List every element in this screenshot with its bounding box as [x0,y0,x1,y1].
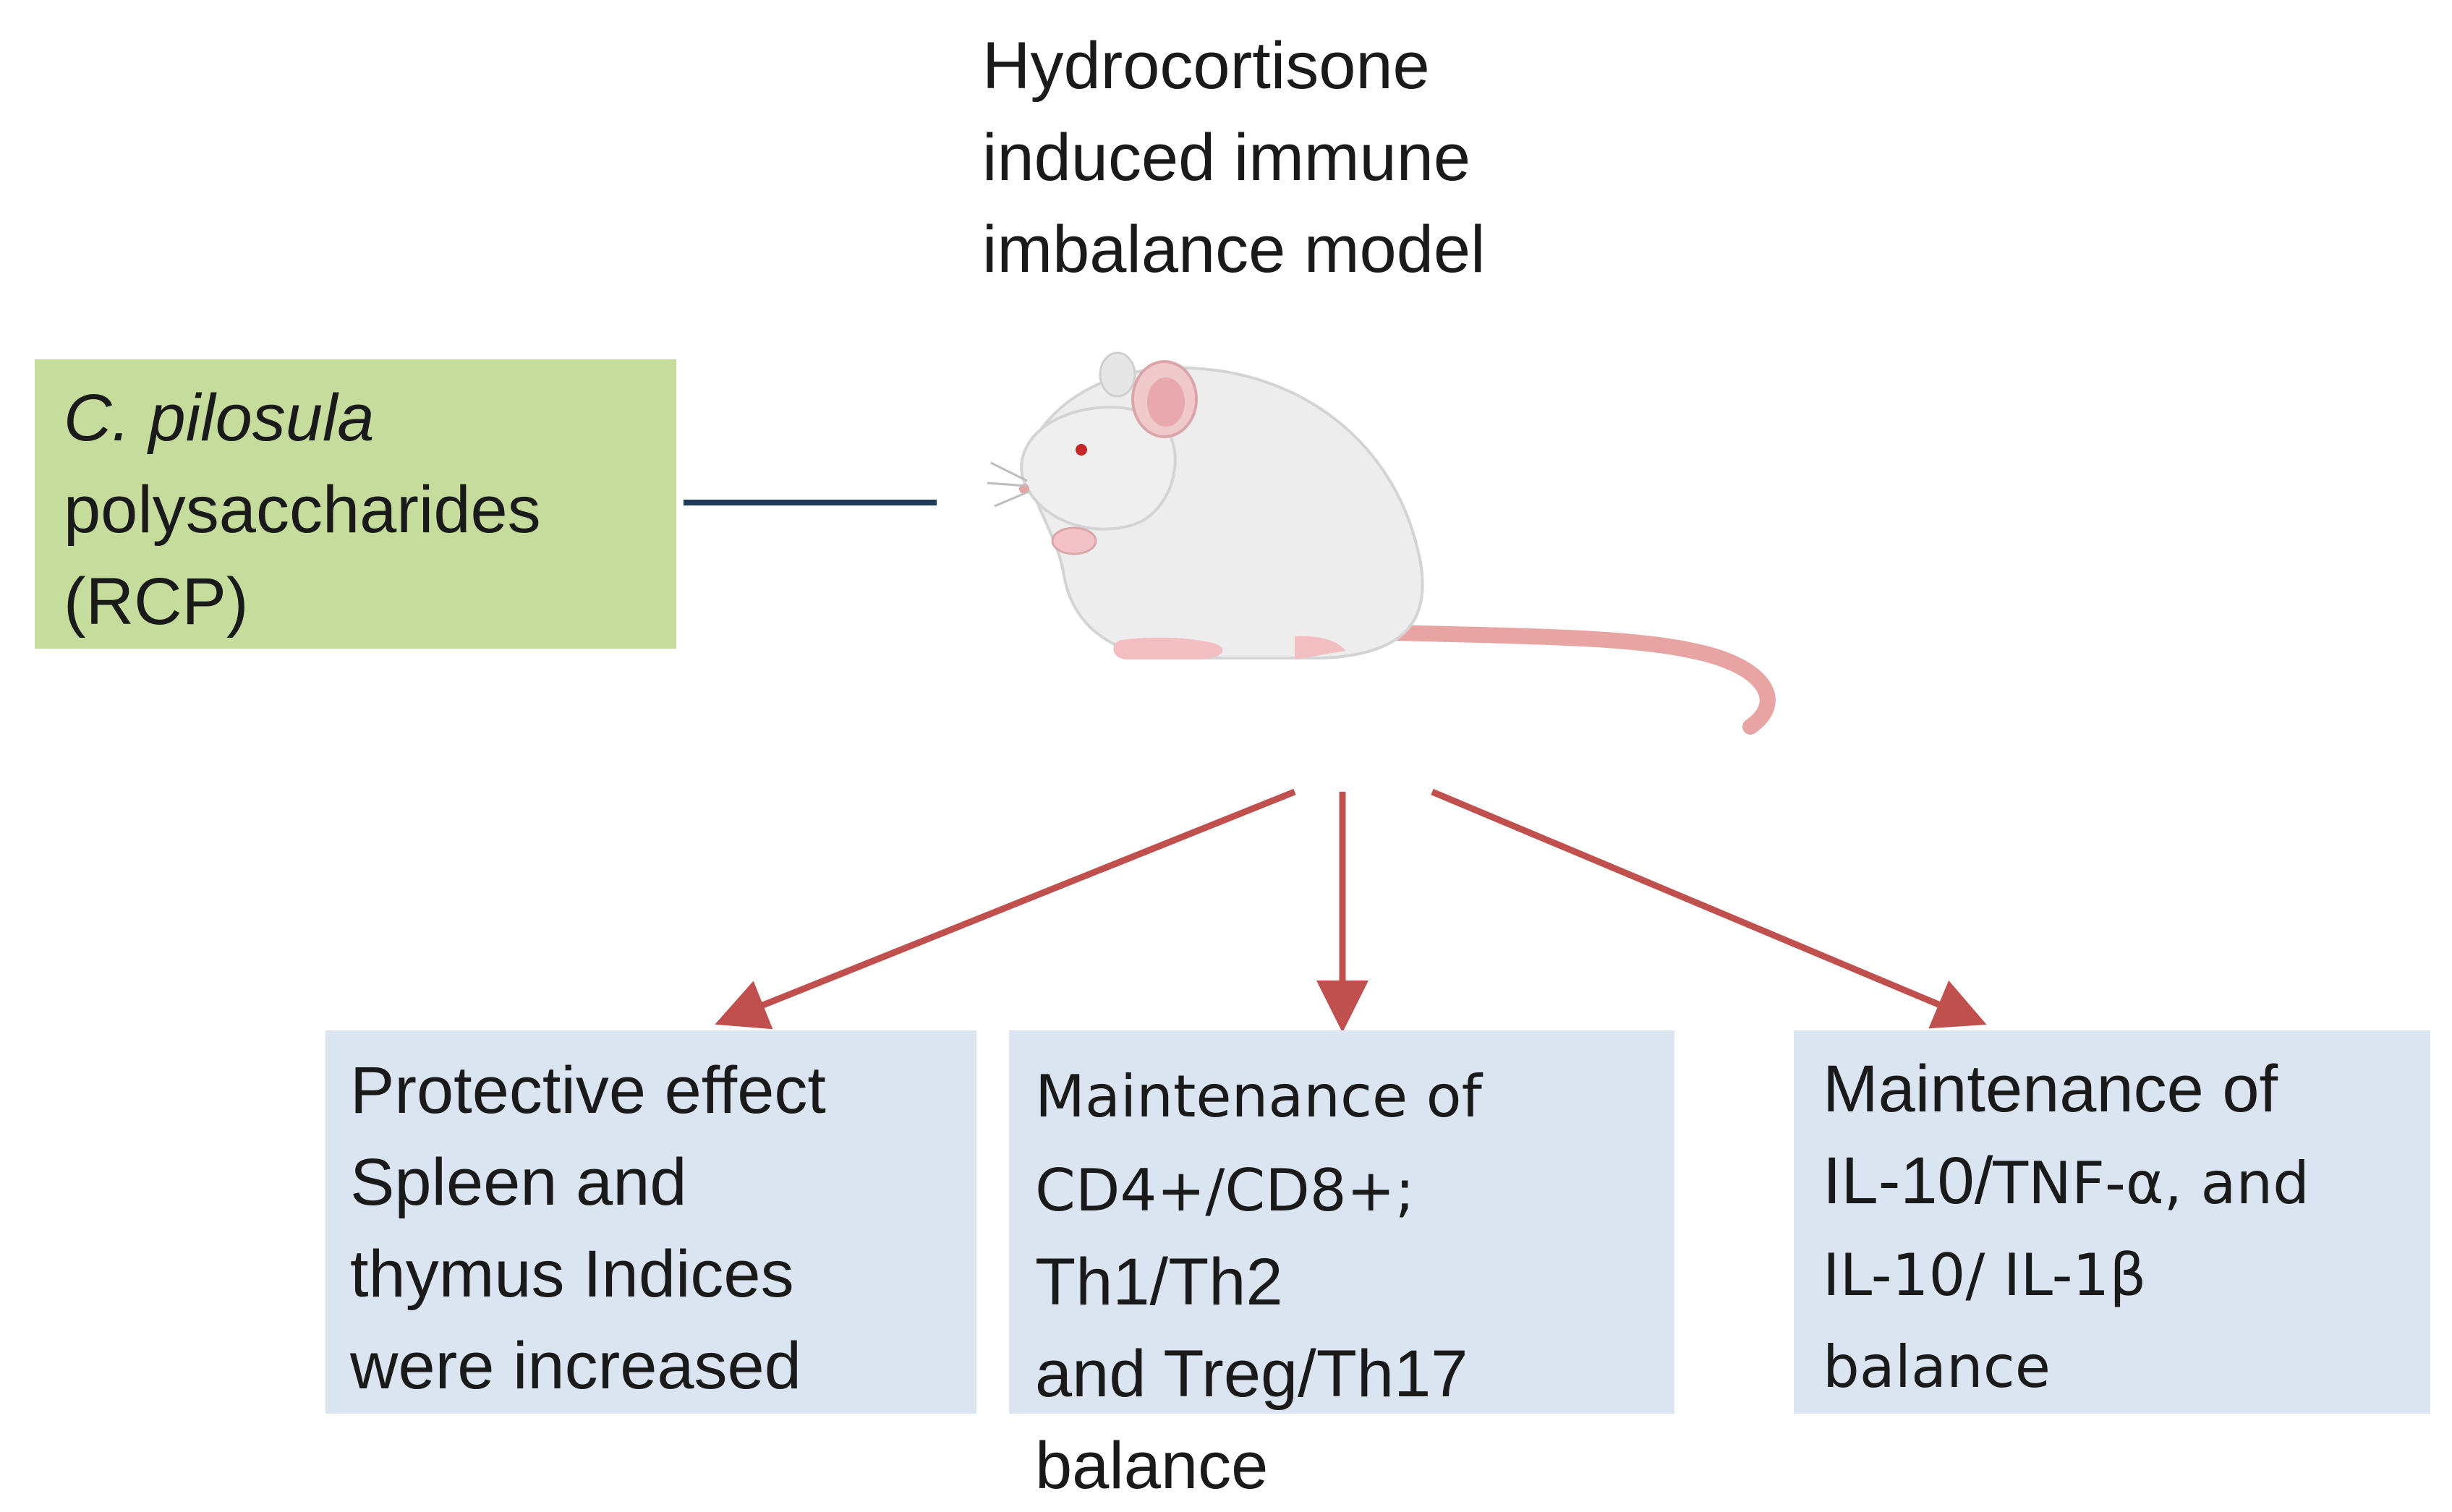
outcome-3-line-2a: IL-10/ [1823,1144,1993,1218]
outcome-box-cytokine-balance: Maintenance of IL-10/TNF-α, and IL-10/ I… [1794,1030,2430,1414]
outcome-1-line-4: were increased [350,1329,801,1403]
outcome-1-line-3: thymus Indices [350,1237,794,1311]
diagram-graphics [684,351,1987,1033]
treatment-box: C. pilosula polysaccharides (RCP) [35,359,676,649]
outcome-box-t-cell-balance: Maintenance of CD4+/CD8+; Th1/Th2 and Tr… [1009,1030,1674,1503]
outcome-2-line-3: and Treg/Th17 [1035,1337,1468,1411]
arrow-to-outcome-3 [1431,788,1987,1029]
outcome-2-line-4: balance [1035,1429,1269,1503]
outcome-3-line-1: Maintenance of [1823,1052,2278,1126]
title-line-3: imbalance model [982,213,1486,286]
treatment-line-3: (RCP) [64,565,249,638]
outcome-2-line-1: Maintenance of [1035,1063,1482,1130]
treatment-line-2: polysaccharides [64,473,541,547]
outcome-2-line-2a: CD4+/CD8+; [1035,1157,1415,1224]
arrow-to-outcome-1 [715,788,1296,1030]
outcome-1-line-1: Protective effect [350,1054,826,1127]
title-line-1: Hydrocortisone [982,29,1430,103]
outcome-3-line-2b: TNF-α, and [1993,1150,2310,1217]
outcome-3-line-4: balance [1823,1333,2051,1401]
outcome-3-line-3: IL-10/ IL-1β [1823,1242,2147,1309]
outcome-2-line-2b: Th1/Th2 [1035,1245,1283,1319]
model-title: Hydrocortisone induced immune imbalance … [982,20,1485,296]
outcome-box-organ-indices: Protective effect Spleen and thymus Indi… [325,1030,976,1414]
outcome-1-line-2: Spleen and [350,1145,687,1219]
treatment-line-1: C. pilosula [64,381,375,455]
title-line-2: induced immune [982,121,1471,195]
mouse-icon [987,351,1776,735]
